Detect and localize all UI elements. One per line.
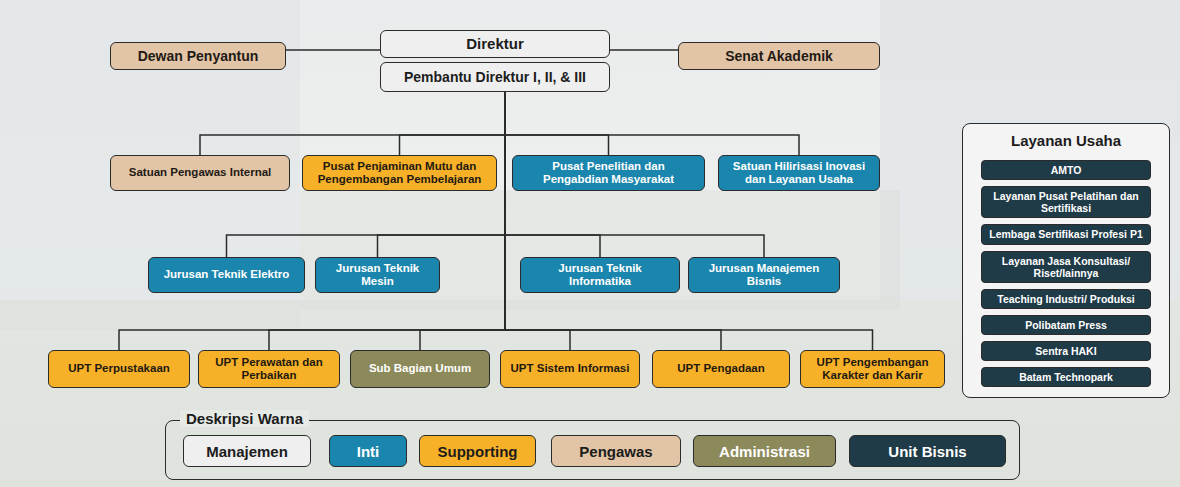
- box-label: UPT Pengadaan: [677, 362, 765, 375]
- box-label: Satuan Pengawas Internal: [129, 166, 272, 179]
- box-label: Pusat Penjaminan Mutu dan Pengembangan P…: [309, 160, 490, 186]
- legend-text: Inti: [357, 443, 380, 460]
- org-box: Sub Bagian Umum: [350, 350, 490, 388]
- box-label: Senat Akademik: [725, 48, 833, 64]
- connector-line: [400, 92, 506, 155]
- connector-line: [200, 92, 505, 155]
- business-unit-box: AMTO: [981, 160, 1151, 180]
- connector-line: [505, 92, 609, 155]
- connector-line: [269, 92, 505, 350]
- box-label: AMTO: [1051, 164, 1082, 176]
- box-label: Polibatam Press: [1025, 319, 1107, 331]
- org-box: Pusat Penjaminan Mutu dan Pengembangan P…: [302, 155, 497, 191]
- box-label: Jurusan Teknik Elektro: [164, 268, 290, 281]
- connector-line: [119, 92, 505, 350]
- business-unit-box: Batam Technopark: [981, 367, 1151, 387]
- connector-line: [286, 49, 380, 51]
- legend-text: Manajemen: [206, 443, 288, 460]
- box-label: UPT Perawatan dan Perbaikan: [205, 356, 333, 382]
- box-label: Jurusan Teknik Informatika: [527, 262, 673, 288]
- legend-text: Administrasi: [719, 443, 810, 460]
- box-label: Teaching Industri/ Produksi: [997, 293, 1135, 305]
- org-box: Jurusan Teknik Informatika: [520, 257, 680, 293]
- box-label: Sentra HAKI: [1035, 345, 1096, 357]
- business-unit-box: Sentra HAKI: [981, 341, 1151, 361]
- org-box: Pembantu Direktur I, II, & III: [380, 62, 610, 92]
- box-label: Satuan Hilirisasi Inovasi dan Layanan Us…: [725, 160, 873, 186]
- org-box: Senat Akademik: [678, 42, 880, 70]
- org-box: Jurusan Teknik Mesin: [315, 257, 440, 293]
- box-label: Direktur: [466, 35, 524, 52]
- box-label: Jurusan Manajemen Bisnis: [695, 262, 833, 288]
- box-label: Pusat Penelitian dan Pengabdian Masyarak…: [519, 160, 698, 186]
- org-box: Satuan Hilirisasi Inovasi dan Layanan Us…: [718, 155, 880, 191]
- box-label: Sub Bagian Umum: [369, 362, 471, 375]
- box-label: Dewan Penyantun: [138, 48, 259, 64]
- org-box: UPT Perpustakaan: [48, 350, 190, 388]
- connector-line: [420, 92, 505, 350]
- business-unit-box: Layanan Jasa Konsultasi/ Riset/lainnya: [981, 251, 1151, 283]
- connector-line: [505, 92, 570, 350]
- connector-line: [505, 92, 873, 350]
- box-label: Layanan Jasa Konsultasi/ Riset/lainnya: [988, 255, 1144, 279]
- business-unit-box: Polibatam Press: [981, 315, 1151, 335]
- org-box: UPT Sistem Informasi: [500, 350, 640, 388]
- connector-line: [505, 92, 799, 155]
- business-unit-box: Lembaga Sertifikasi Profesi P1: [981, 224, 1151, 244]
- panel-heading: Layanan Usaha: [1011, 132, 1121, 149]
- org-box: Jurusan Teknik Elektro: [148, 257, 305, 293]
- org-box: Satuan Pengawas Internal: [110, 155, 290, 191]
- legend-title: Deskripsi Warna: [180, 410, 309, 427]
- box-label: UPT Pengembangan Karakter dan Karir: [807, 356, 938, 382]
- business-unit-box: Layanan Pusat Pelatihan dan Sertifikasi: [981, 186, 1151, 218]
- box-label: Layanan Pusat Pelatihan dan Sertifikasi: [988, 190, 1144, 214]
- org-box: UPT Pengadaan: [652, 350, 790, 388]
- legend-swatch: Pengawas: [551, 435, 681, 467]
- org-box: Dewan Penyantun: [110, 42, 286, 70]
- legend-swatch: Manajemen: [183, 435, 311, 467]
- business-unit-box: Teaching Industri/ Produksi: [981, 289, 1151, 309]
- org-box: Pusat Penelitian dan Pengabdian Masyarak…: [512, 155, 705, 191]
- connector-line: [610, 49, 678, 51]
- org-box: Jurusan Manajemen Bisnis: [688, 257, 840, 293]
- legend-text: Pengawas: [579, 443, 652, 460]
- box-label: Lembaga Sertifikasi Profesi P1: [989, 228, 1142, 240]
- legend-swatch: Administrasi: [693, 435, 836, 467]
- business-panel: Layanan UsahaAMTO Layanan Pusat Pelatihan…: [962, 123, 1170, 398]
- org-box: UPT Perawatan dan Perbaikan: [198, 350, 340, 388]
- box-label: UPT Sistem Informasi: [511, 362, 630, 375]
- legend-text: Unit Bisnis: [888, 443, 966, 460]
- box-label: UPT Perpustakaan: [68, 362, 170, 375]
- box-label: Jurusan Teknik Mesin: [322, 262, 433, 288]
- connector-line: [505, 92, 721, 350]
- org-box: Direktur: [380, 30, 610, 58]
- legend-frame: Deskripsi WarnaManajemenIntiSupportingPe…: [165, 420, 1020, 480]
- legend-swatch: Unit Bisnis: [849, 435, 1006, 467]
- box-label: Batam Technopark: [1019, 371, 1113, 383]
- org-box: UPT Pengembangan Karakter dan Karir: [800, 350, 945, 388]
- legend-swatch: Supporting: [419, 435, 536, 467]
- legend-text: Supporting: [438, 443, 518, 460]
- box-label: Pembantu Direktur I, II, & III: [404, 69, 586, 85]
- legend-swatch: Inti: [329, 435, 407, 467]
